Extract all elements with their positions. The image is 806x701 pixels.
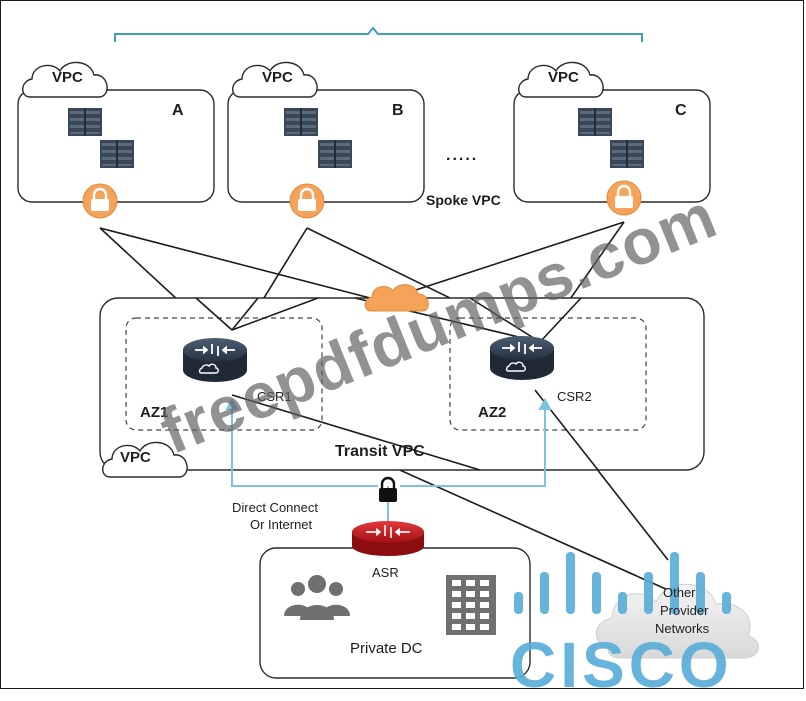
building-icon [446,575,496,635]
provider-label: Provider [660,603,709,618]
az1-label: AZ1 [140,404,169,421]
networks-label: Networks [655,621,710,636]
spoke-vpc-a [17,61,215,220]
lock-icon [81,182,119,220]
cisco-logo-bars [514,552,731,614]
private-dc [259,547,531,679]
spoke-vpc-b [227,61,425,220]
private-dc-label: Private DC [350,640,423,657]
spoke-id-label: B [392,102,404,119]
vpc-label: VPC [262,69,293,86]
spoke-bracket [114,26,643,42]
az2-zone [449,317,647,431]
vpc-label: VPC [120,449,151,466]
other-label: Other [663,585,696,600]
az1-zone [125,317,323,431]
cisco-logo-text: CISCO [510,629,733,701]
other-networks-cloud-icon [595,583,759,659]
or-internet-label: Or Internet [250,517,313,532]
users-icon [284,575,350,620]
transit-vpc-title: Transit VPC [335,443,425,460]
transit-gateway-cloud-icon [364,284,429,312]
asr-router-icon [352,521,424,556]
spoke-id-label: C [675,102,687,119]
az2-label: AZ2 [478,404,507,421]
vpc-label: VPC [548,69,579,86]
spoke-vpc-label: Spoke VPC [426,192,501,208]
csr2-label: CSR2 [557,389,592,404]
ellipsis: ..... [446,147,479,164]
lock-icon [288,182,326,220]
spoke-vpc-c [513,61,711,217]
csr1-label: CSR1 [257,389,292,404]
spoke-id-label: A [172,102,184,119]
vpc-label: VPC [52,69,83,86]
csr2-router-icon [489,335,555,381]
asr-label: ASR [372,565,399,580]
lock-icon [379,476,397,502]
direct-connect-label: Direct Connect [232,500,318,515]
